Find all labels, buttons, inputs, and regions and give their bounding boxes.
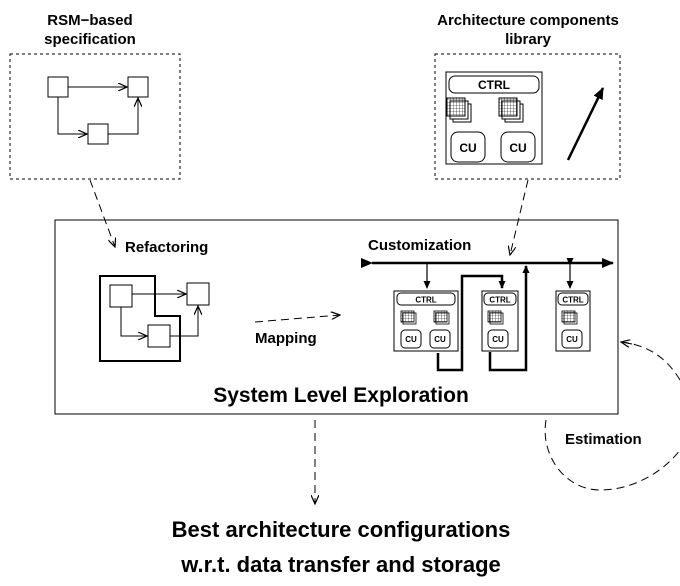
memory-grid-icon bbox=[487, 310, 502, 323]
estimation-arrowhead bbox=[621, 342, 633, 344]
spec-title: RSM−based specification bbox=[44, 12, 136, 48]
library-cu-block-1 bbox=[450, 131, 486, 163]
unit1-cu-block-1 bbox=[400, 329, 422, 349]
unit1-cu-label-2: CU bbox=[434, 335, 446, 344]
unit2-ctrl-label: CTRL bbox=[489, 296, 510, 305]
customization-label: Customization bbox=[368, 237, 471, 254]
unit2-cu-label: CU bbox=[492, 335, 504, 344]
unit1-ctrl-label: CTRL bbox=[415, 296, 436, 305]
library-title-line2: library bbox=[505, 31, 552, 48]
spec-state-2 bbox=[127, 76, 149, 98]
memory-grid-icon bbox=[498, 97, 524, 123]
library-to-customization-arrow bbox=[510, 179, 529, 255]
spec-title-line2: specification bbox=[44, 31, 136, 48]
data-path-unit2-bus bbox=[488, 265, 530, 372]
result-line2: w.r.t. data transfer and storage bbox=[180, 552, 501, 577]
refactoring-label: Refactoring bbox=[125, 239, 208, 256]
library-cu-block-2 bbox=[500, 131, 536, 163]
spec-state-3 bbox=[87, 123, 109, 145]
arch-unit-1: CTRL CU CU bbox=[393, 290, 459, 352]
memory-grid-icon bbox=[400, 310, 415, 323]
library-cu-label-1: CU bbox=[459, 141, 476, 155]
arch-unit-2: CTRL CU bbox=[481, 290, 519, 352]
data-path-unit1-unit2 bbox=[436, 274, 506, 372]
library-interconnect-arrow bbox=[566, 87, 605, 161]
arch-unit-3: CTRL CU bbox=[555, 290, 591, 352]
mapping-arrow bbox=[254, 315, 340, 323]
result-line1: Best architecture configurations bbox=[172, 517, 511, 542]
spec-to-refactoring-arrow bbox=[89, 179, 115, 247]
library-title: Architecture components library bbox=[437, 12, 619, 48]
estimation-loop bbox=[544, 341, 680, 491]
unit3-ctrl-block bbox=[557, 292, 589, 306]
unit3-cu-label: CU bbox=[566, 335, 578, 344]
refactor-state-1 bbox=[109, 284, 133, 308]
refactor-state-2 bbox=[186, 282, 210, 306]
library-ctrl-label: CTRL bbox=[478, 78, 510, 92]
library-cu-label-2: CU bbox=[509, 141, 526, 155]
unit1-cu-label-1: CU bbox=[405, 335, 417, 344]
exploration-title: System Level Exploration bbox=[213, 384, 469, 407]
estimation-label: Estimation bbox=[565, 431, 642, 448]
unit2-ctrl-block bbox=[483, 292, 517, 306]
exploration-box bbox=[54, 219, 619, 415]
unit1-ctrl-block bbox=[396, 292, 456, 306]
unit2-cu-block bbox=[487, 329, 509, 349]
memory-grid-icon bbox=[561, 310, 576, 323]
library-ctrl-block bbox=[448, 75, 540, 94]
spec-title-line1: RSM−based bbox=[47, 12, 132, 29]
spec-box bbox=[9, 53, 181, 180]
spec-state-1 bbox=[47, 76, 69, 98]
memory-grid-icon bbox=[433, 310, 448, 323]
memory-grid-icon bbox=[446, 97, 472, 123]
library-box: CTRL CU CU bbox=[434, 53, 621, 180]
unit3-cu-block bbox=[561, 329, 583, 349]
library-title-line1: Architecture components bbox=[437, 12, 619, 29]
refactor-state-3 bbox=[147, 324, 171, 348]
unit3-ctrl-label: CTRL bbox=[562, 296, 583, 305]
unit1-cu-block-2 bbox=[429, 329, 451, 349]
refactored-spec bbox=[99, 275, 210, 362]
mapping-label: Mapping bbox=[255, 330, 317, 347]
